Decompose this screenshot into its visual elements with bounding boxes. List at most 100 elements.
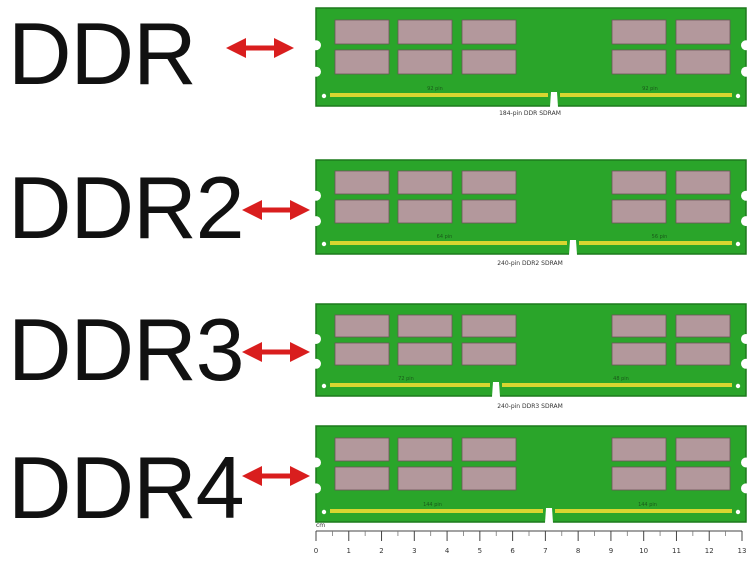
memory-chip — [675, 170, 731, 195]
mount-hole — [321, 509, 327, 515]
ruler-tick-label: 0 — [314, 547, 318, 555]
ruler-tick-label: 12 — [705, 547, 714, 555]
pin-strip — [330, 93, 548, 97]
side-notch — [311, 457, 321, 468]
pin-count-label: 144 pin — [423, 502, 442, 508]
memory-chip — [461, 199, 517, 224]
mount-hole — [735, 241, 741, 247]
memory-chip — [675, 199, 731, 224]
side-notch — [311, 483, 321, 494]
side-notch — [311, 333, 321, 344]
memory-chip — [675, 342, 731, 366]
side-notch — [741, 66, 750, 77]
memory-chip — [334, 49, 390, 75]
module-caption: 240-pin DDR2 SDRAM — [497, 260, 563, 267]
memory-chip — [334, 314, 390, 338]
ruler-tick-label: 2 — [379, 547, 383, 555]
ruler-tick-label: 3 — [412, 547, 416, 555]
side-notch — [311, 358, 321, 369]
memory-chip — [675, 466, 731, 491]
pin-strip — [579, 241, 732, 245]
pin-strip — [555, 509, 732, 513]
pin-count-label: 92 pin — [427, 86, 443, 92]
module-caption: 184-pin DDR SDRAM — [499, 110, 561, 117]
memory-chip — [461, 466, 517, 491]
memory-chip — [397, 314, 453, 338]
mount-hole — [321, 241, 327, 247]
mount-hole — [321, 93, 327, 99]
memory-chip — [397, 170, 453, 195]
label-ddr: DDR — [8, 4, 197, 103]
memory-chip — [611, 314, 667, 338]
side-notch — [741, 483, 750, 494]
ruler-tick-label: 1 — [347, 547, 351, 555]
ruler-tick-label: 10 — [639, 547, 648, 555]
memory-chip — [675, 437, 731, 462]
ruler-tick-label: 6 — [510, 547, 515, 555]
memory-chip — [461, 49, 517, 75]
key-notch — [550, 92, 558, 107]
memory-chip — [397, 466, 453, 491]
label-ddr2: DDR2 — [8, 158, 245, 257]
memory-chip — [461, 19, 517, 45]
ruler-tick-label: 5 — [478, 547, 482, 555]
ruler-tick-label: 9 — [609, 547, 613, 555]
memory-chip — [675, 49, 731, 75]
memory-chip — [334, 170, 390, 195]
pin-strip — [330, 509, 543, 513]
module-caption: 240-pin DDR3 SDRAM — [497, 403, 563, 410]
memory-chip — [397, 342, 453, 366]
side-notch — [311, 66, 321, 77]
key-notch — [569, 240, 577, 255]
mount-hole — [735, 509, 741, 515]
memory-chip — [611, 19, 667, 45]
key-notch — [492, 382, 500, 397]
label-ddr3: DDR3 — [8, 300, 245, 399]
ddr3-module: 72 pin 48 pin — [311, 303, 750, 397]
side-notch — [311, 216, 321, 227]
ruler-tick-label: 11 — [672, 547, 681, 555]
pin-count-label: 144 pin — [638, 502, 657, 508]
pin-count-label: 48 pin — [613, 376, 629, 382]
side-notch — [741, 457, 750, 468]
side-notch — [741, 190, 750, 201]
memory-chip — [334, 342, 390, 366]
memory-chip — [334, 199, 390, 224]
memory-chip — [461, 437, 517, 462]
memory-chip — [334, 437, 390, 462]
side-notch — [311, 190, 321, 201]
key-notch — [545, 508, 553, 523]
memory-chip — [397, 437, 453, 462]
memory-chip — [461, 170, 517, 195]
pin-strip — [330, 383, 490, 387]
ddr4-module: 144 pin 144 pin — [311, 425, 750, 523]
memory-chip — [334, 19, 390, 45]
ruler-unit: cm — [316, 522, 325, 529]
ruler-tick-label: 7 — [543, 547, 547, 555]
memory-chip — [675, 19, 731, 45]
memory-chip — [461, 342, 517, 366]
side-notch — [741, 358, 750, 369]
pin-strip — [560, 93, 732, 97]
mount-hole — [321, 383, 327, 389]
memory-chip — [397, 199, 453, 224]
memory-chip — [611, 199, 667, 224]
memory-chip — [397, 19, 453, 45]
ruler-tick-label: 13 — [738, 547, 747, 555]
side-notch — [741, 333, 750, 344]
memory-chip — [611, 437, 667, 462]
label-ddr4: DDR4 — [8, 438, 245, 537]
side-notch — [311, 40, 321, 51]
memory-chip — [461, 314, 517, 338]
pin-count-label: 72 pin — [398, 376, 414, 382]
memory-chip — [611, 342, 667, 366]
ruler-tick-label: 8 — [576, 547, 580, 555]
memory-chip — [397, 49, 453, 75]
memory-chip — [611, 170, 667, 195]
pin-count-label: 64 pin — [437, 234, 453, 240]
pin-strip — [502, 383, 732, 387]
